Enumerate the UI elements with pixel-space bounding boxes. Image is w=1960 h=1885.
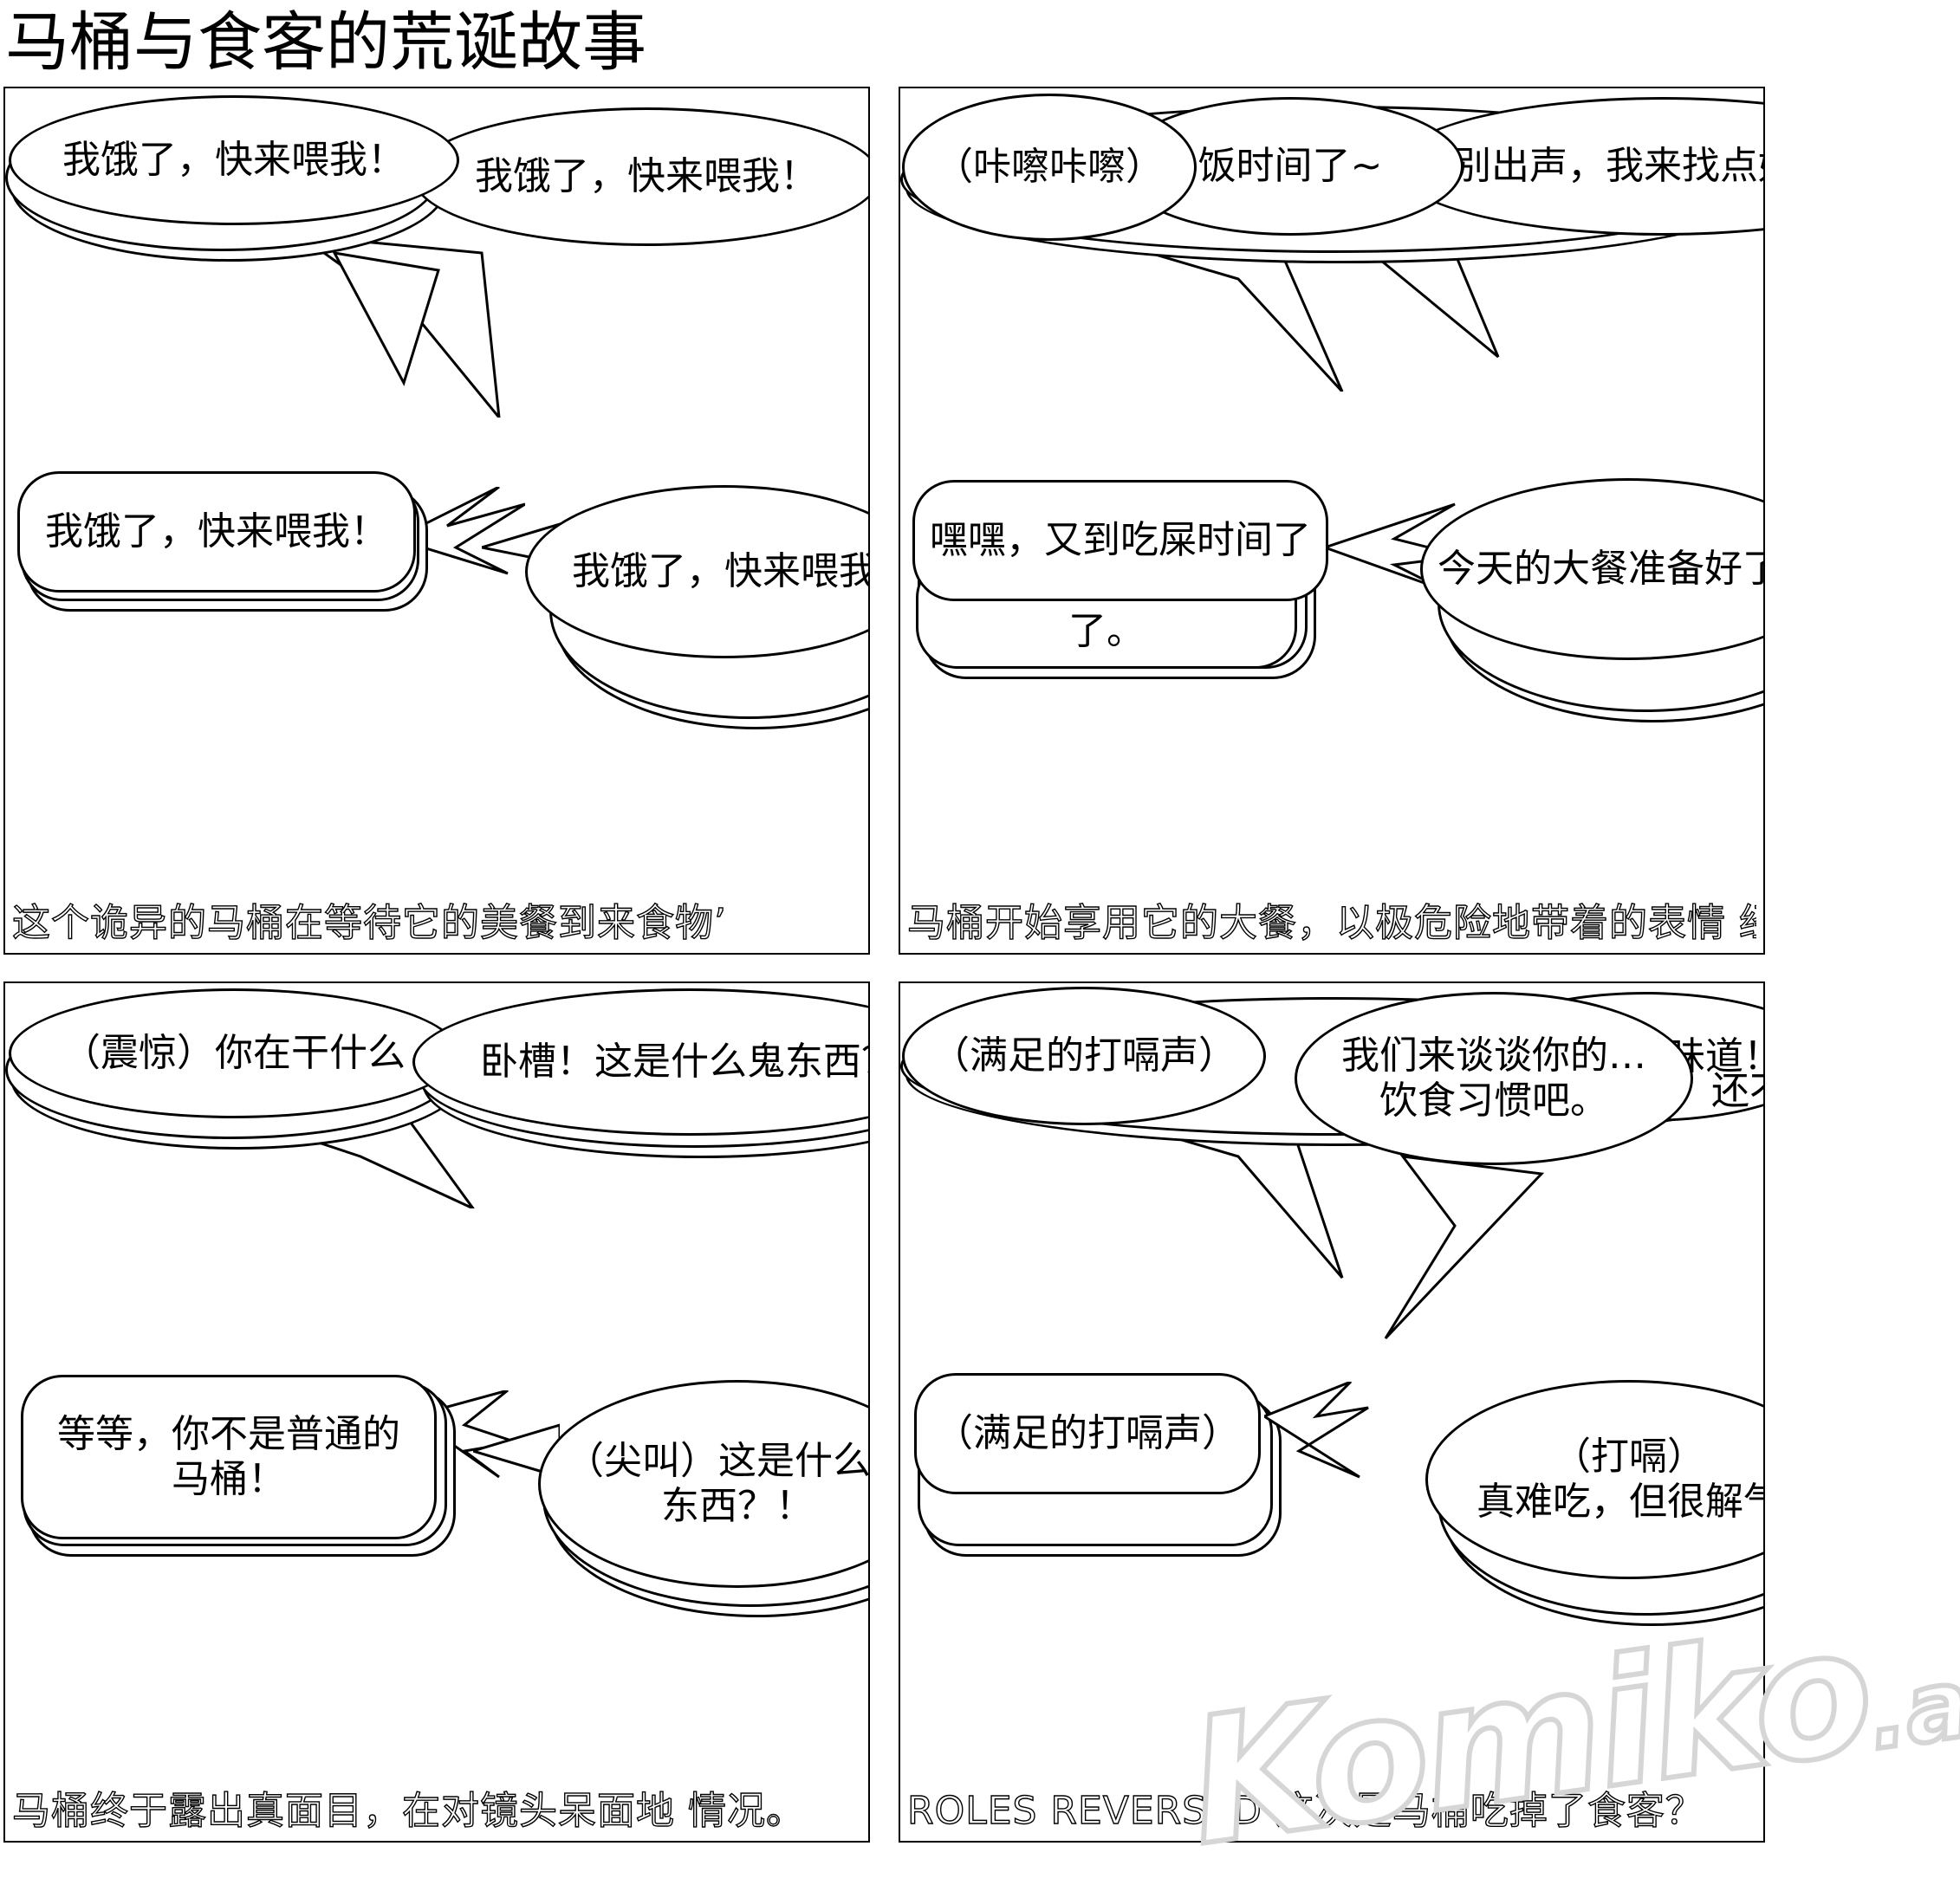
panel-caption: 马桶开始享用它的大餐，以极危险地带着的表情 经等待 — [907, 900, 1756, 945]
watermark-suffix: .app — [1859, 1626, 1960, 1774]
speech-bubble: （咔嚓咔嚓） — [902, 94, 1197, 241]
bubble-text: （满足的打嗝声） — [935, 1411, 1240, 1455]
bubble-text: （咔嚓咔嚓） — [935, 145, 1164, 189]
bubble-text: （尖叫）这是什么鬼 东西？！ — [566, 1439, 870, 1528]
bubble-text: （满足的打嗝声） — [931, 1033, 1236, 1078]
bubble-text: 我们来谈谈你的… 饮食习惯吧。 — [1341, 1033, 1646, 1123]
bubble-text: 我饿了，快来喂我！ — [45, 509, 388, 554]
page-title: 马桶与食客的荒诞故事 — [5, 5, 646, 80]
speech-bubble: 卧槽！这是什么鬼东西？ — [412, 988, 870, 1136]
speech-bubble: （满足的打嗝声） — [902, 987, 1266, 1125]
bubble-text: （震惊）你在干什么 — [62, 1031, 406, 1075]
comic-panel-3: （震惊）你在干什么 卧槽！这是什么鬼东西？ 等等，你不是普通的 马桶！ （尖叫）… — [3, 981, 870, 1843]
panel-caption: ROLES REVERSED 这次是马桶吃掉了食客？ — [907, 1788, 1704, 1833]
bubble-text: 等等，你不是普通的 马桶！ — [57, 1412, 400, 1501]
speech-bubble: 我饿了，快来喂我！ — [412, 107, 868, 246]
comic-panel-4: 味道！ 还不 （满足的打嗝声） 我们来谈谈你的… 饮食习惯吧。 （满足的打嗝声）… — [899, 981, 1765, 1843]
bubble-text: 我饿了，快来喂我！ — [475, 154, 818, 198]
speech-bubble: 等等，你不是普通的 马桶！ — [21, 1375, 437, 1539]
bubble-text: 别出声，我来找点好吃的 — [1453, 144, 1763, 188]
bubble-tail — [473, 1423, 560, 1479]
bubble-tail — [395, 487, 525, 575]
panel-caption: 马桶终于露出真面目，在对镜头呆面地 情况。 — [12, 1788, 805, 1833]
bubble-text: （打嗝） 真难吃，但很解气 — [1476, 1435, 1765, 1524]
speech-bubble: 我饿了，快来喂我 — [525, 485, 870, 658]
speech-bubble: （震惊）你在干什么 — [9, 988, 459, 1118]
speech-bubble: 我饿了，快来喂我！ — [17, 471, 416, 593]
bubble-text: 卧槽！这是什么鬼东西？ — [480, 1040, 870, 1084]
speech-bubble: 我饿了，快来喂我！ — [9, 95, 459, 225]
bubble-tail — [295, 233, 501, 418]
bubble-text: 嘿嘿，又到吃屎时间了 — [930, 518, 1311, 562]
bubble-text: 我饿了，快来喂我 — [572, 549, 870, 593]
bubble-text: 饭时间了~ — [1197, 144, 1383, 188]
bubble-text: 还不 — [1711, 1069, 1763, 1113]
bubble-tail — [1264, 1382, 1369, 1479]
bubble-text: 今天的大餐准备好了！ — [1438, 547, 1763, 591]
speech-bubble: 我们来谈谈你的… 饮食习惯吧。 — [1295, 992, 1693, 1165]
bubble-tail — [1091, 1111, 1545, 1340]
bubble-text: 我饿了，快来喂我！ — [62, 138, 406, 182]
speech-bubble: 嘿嘿，又到吃屎时间了 — [912, 480, 1328, 601]
bubble-text: 了。 — [1068, 609, 1145, 653]
speech-bubble: （尖叫）这是什么鬼 东西？！ — [538, 1380, 870, 1588]
panel-caption: 这个诡异的马桶在等待它的美餐到来食物’ — [12, 900, 727, 945]
speech-bubble: （满足的打嗝声） — [914, 1373, 1261, 1494]
speech-bubble: （打嗝） 真难吃，但很解气 — [1425, 1380, 1765, 1579]
comic-panel-2: 别出声，我来找点好吃的 饭时间了~ （咔嚓咔嚓） 了。 嘿嘿，又到吃屎时间了 今… — [899, 87, 1765, 955]
bubble-tail — [1325, 502, 1464, 591]
comic-panel-1: 我饿了，快来喂我！ 我饿了，快来喂我！ ！ 我饿了，快来喂我！ 我饿了，快来喂我… — [3, 87, 870, 955]
speech-bubble-fragment: 还不 — [1680, 1044, 1763, 1139]
